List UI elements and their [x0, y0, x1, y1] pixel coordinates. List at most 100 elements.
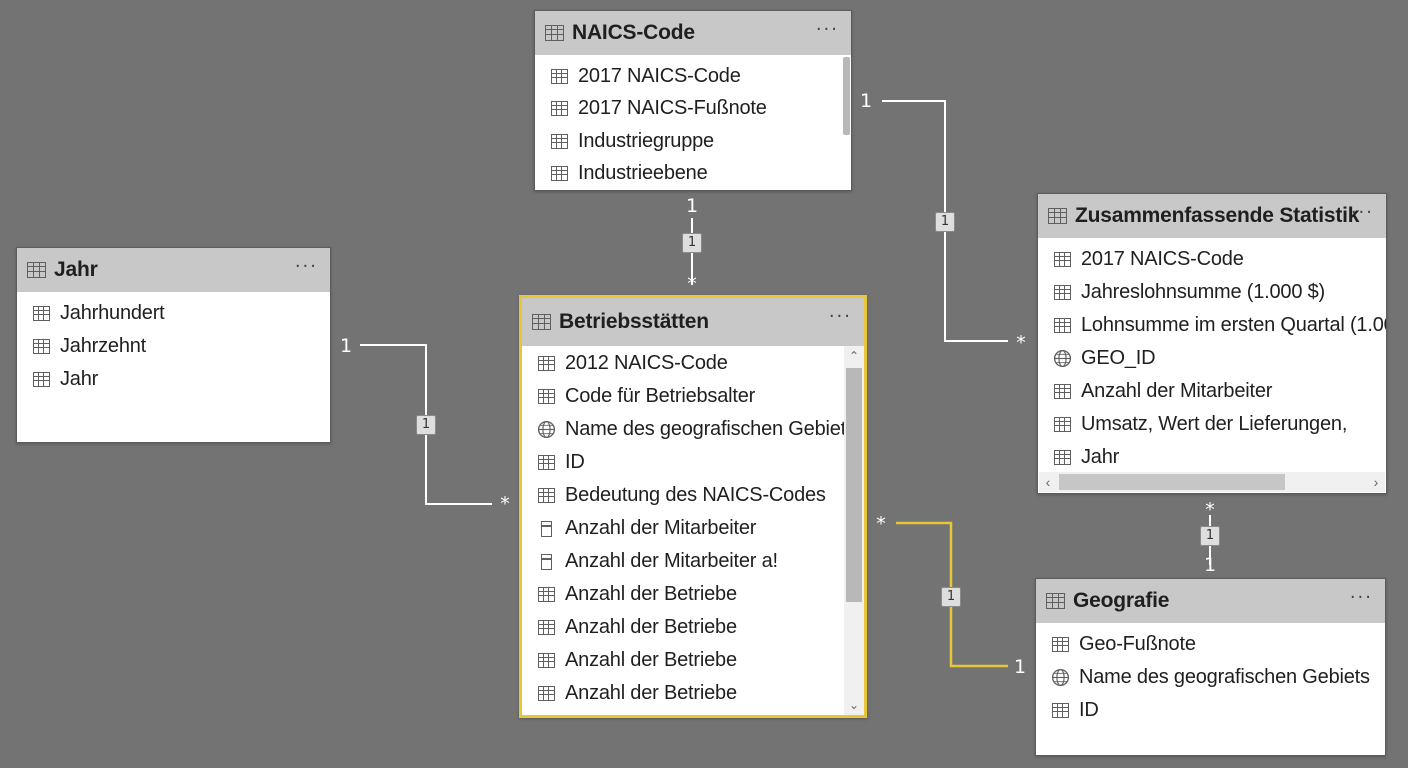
scrollbar-thumb[interactable] — [846, 368, 862, 602]
field-row[interactable]: Jahrhundert — [17, 297, 330, 330]
field-label: Anzahl der Mitarbeiter — [565, 517, 757, 539]
globe-icon — [537, 420, 556, 439]
field-row[interactable]: Industriegruppe — [535, 125, 851, 158]
field-row[interactable]: Industrieebene — [535, 158, 851, 191]
globe-icon — [1051, 668, 1070, 687]
field-row[interactable]: Code für Betriebsalter — [522, 380, 864, 413]
table-column-icon — [1054, 318, 1071, 333]
field-row[interactable]: Jahreslohnsumme (1.000 $) — [1038, 276, 1386, 309]
table-column-icon — [1054, 252, 1071, 267]
table-column-icon — [538, 356, 555, 371]
relationship-badge[interactable]: 1 — [682, 233, 702, 253]
field-row[interactable]: GEO_ID — [1038, 342, 1386, 375]
field-label: 2017 NAICS-Code — [578, 64, 741, 87]
table-header[interactable]: Jahr ··· — [17, 248, 330, 292]
field-row[interactable]: ID — [1036, 694, 1385, 727]
field-label: 2012 NAICS-Code — [565, 352, 728, 374]
field-label: Jahrhundert — [60, 302, 165, 324]
field-row[interactable]: Anzahl der Mitarbeiter a! — [522, 545, 864, 578]
scroll-up-icon[interactable]: ⌃ — [848, 349, 860, 363]
more-options-icon[interactable]: ··· — [1349, 587, 1373, 608]
field-row[interactable]: Geo-Fußnote — [1036, 628, 1385, 661]
table-column-icon — [1052, 703, 1069, 718]
scrollbar-thumb[interactable] — [843, 57, 850, 135]
cardinality-label: * — [876, 513, 886, 535]
field-row[interactable]: Anzahl der Betriebe — [522, 677, 864, 710]
field-label: GEO_ID — [1081, 347, 1156, 369]
more-options-icon[interactable]: ··· — [815, 19, 839, 40]
field-row[interactable]: 2017 NAICS-Fußnote — [535, 93, 851, 126]
relationship-badge[interactable]: 1 — [941, 587, 961, 607]
more-options-icon[interactable]: ··· — [294, 256, 318, 277]
field-label: Bedeutung des NAICS-Codes — [565, 484, 826, 506]
table-icon — [545, 25, 564, 41]
table-column-icon — [551, 68, 568, 84]
table-column-icon — [538, 620, 555, 635]
field-row[interactable]: Anzahl der Betriebe — [522, 644, 864, 677]
more-options-icon[interactable]: ··· — [828, 306, 852, 327]
field-row[interactable]: 2017 NAICS-Code — [1038, 243, 1386, 276]
scroll-left-icon[interactable]: ‹ — [1045, 474, 1051, 490]
field-row[interactable]: Jahr — [1038, 441, 1386, 474]
cardinality-label: 1 — [859, 90, 873, 112]
relationship-badge[interactable]: 1 — [935, 212, 955, 232]
field-label: Industrieebene — [578, 162, 708, 185]
table-column-icon — [538, 389, 555, 404]
field-row[interactable]: 2017 NAICS-Code — [535, 60, 851, 93]
table-card-zusammenfassende-statistik[interactable]: Zusammenfassende Statistik ··· 2017 NAIC… — [1037, 193, 1387, 494]
table-header[interactable]: Geografie ··· — [1036, 579, 1385, 623]
horizontal-scrollbar[interactable]: ‹ › — [1039, 472, 1385, 492]
table-header[interactable]: NAICS-Code ··· — [535, 11, 851, 55]
vertical-scrollbar[interactable] — [842, 55, 851, 190]
table-header[interactable]: Zusammenfassende Statistik ··· — [1038, 194, 1386, 238]
scrollbar-thumb[interactable] — [1059, 474, 1285, 490]
field-label: Jahr — [60, 368, 99, 390]
field-row[interactable]: Bedeutung des NAICS-Codes — [522, 479, 864, 512]
field-label: 2017 NAICS-Code — [1081, 248, 1244, 270]
table-column-icon — [551, 133, 568, 149]
more-options-icon[interactable]: ··· — [1350, 202, 1374, 223]
field-row[interactable]: Jahr — [17, 363, 330, 396]
field-row[interactable]: Name des geografischen Gebiets — [522, 413, 864, 446]
field-label: Name des geografischen Gebiets — [565, 418, 856, 440]
table-column-icon — [551, 101, 568, 117]
field-row[interactable]: 2012 NAICS-Code — [522, 347, 864, 380]
relationship-badge[interactable]: 1 — [416, 415, 436, 435]
vertical-scrollbar[interactable]: ⌃ ⌄ — [844, 346, 864, 715]
table-column-icon — [538, 686, 555, 701]
table-column-icon — [1052, 637, 1069, 652]
field-label: Jahreslohnsumme (1.000 $) — [1081, 281, 1326, 303]
calculator-icon — [541, 520, 552, 537]
field-label: Anzahl der Betriebe — [565, 649, 737, 671]
cardinality-label: 1 — [1203, 554, 1217, 576]
field-row[interactable]: Name des geografischen Gebiets — [1036, 661, 1385, 694]
field-row[interactable]: Anzahl der Betriebe — [522, 578, 864, 611]
table-title: Zusammenfassende Statistik — [1075, 204, 1360, 227]
field-row[interactable]: Lohnsumme im ersten Quartal (1.000 — [1038, 309, 1386, 342]
scroll-down-icon[interactable]: ⌄ — [848, 698, 860, 712]
relationship-badge[interactable]: 1 — [1200, 526, 1220, 546]
field-row[interactable]: Anzahl der Betriebe — [522, 611, 864, 644]
field-row[interactable]: Anzahl der Mitarbeiter — [1038, 375, 1386, 408]
field-label: Anzahl der Mitarbeiter — [1081, 380, 1273, 402]
field-row[interactable]: Anzahl der Mitarbeiter — [522, 512, 864, 545]
table-header[interactable]: Betriebsstätten ··· — [522, 298, 864, 346]
field-row[interactable]: Jahrzehnt — [17, 330, 330, 363]
field-label: Industriegruppe — [578, 129, 714, 152]
scroll-right-icon[interactable]: › — [1373, 474, 1379, 490]
field-label: Anzahl der Betriebe — [565, 616, 737, 638]
table-column-icon — [538, 455, 555, 470]
table-column-icon — [551, 166, 568, 182]
table-title: Betriebsstätten — [559, 310, 709, 333]
cardinality-label: * — [687, 273, 697, 295]
field-row[interactable]: ID — [522, 446, 864, 479]
field-row[interactable]: Umsatz, Wert der Lieferungen, — [1038, 408, 1386, 441]
